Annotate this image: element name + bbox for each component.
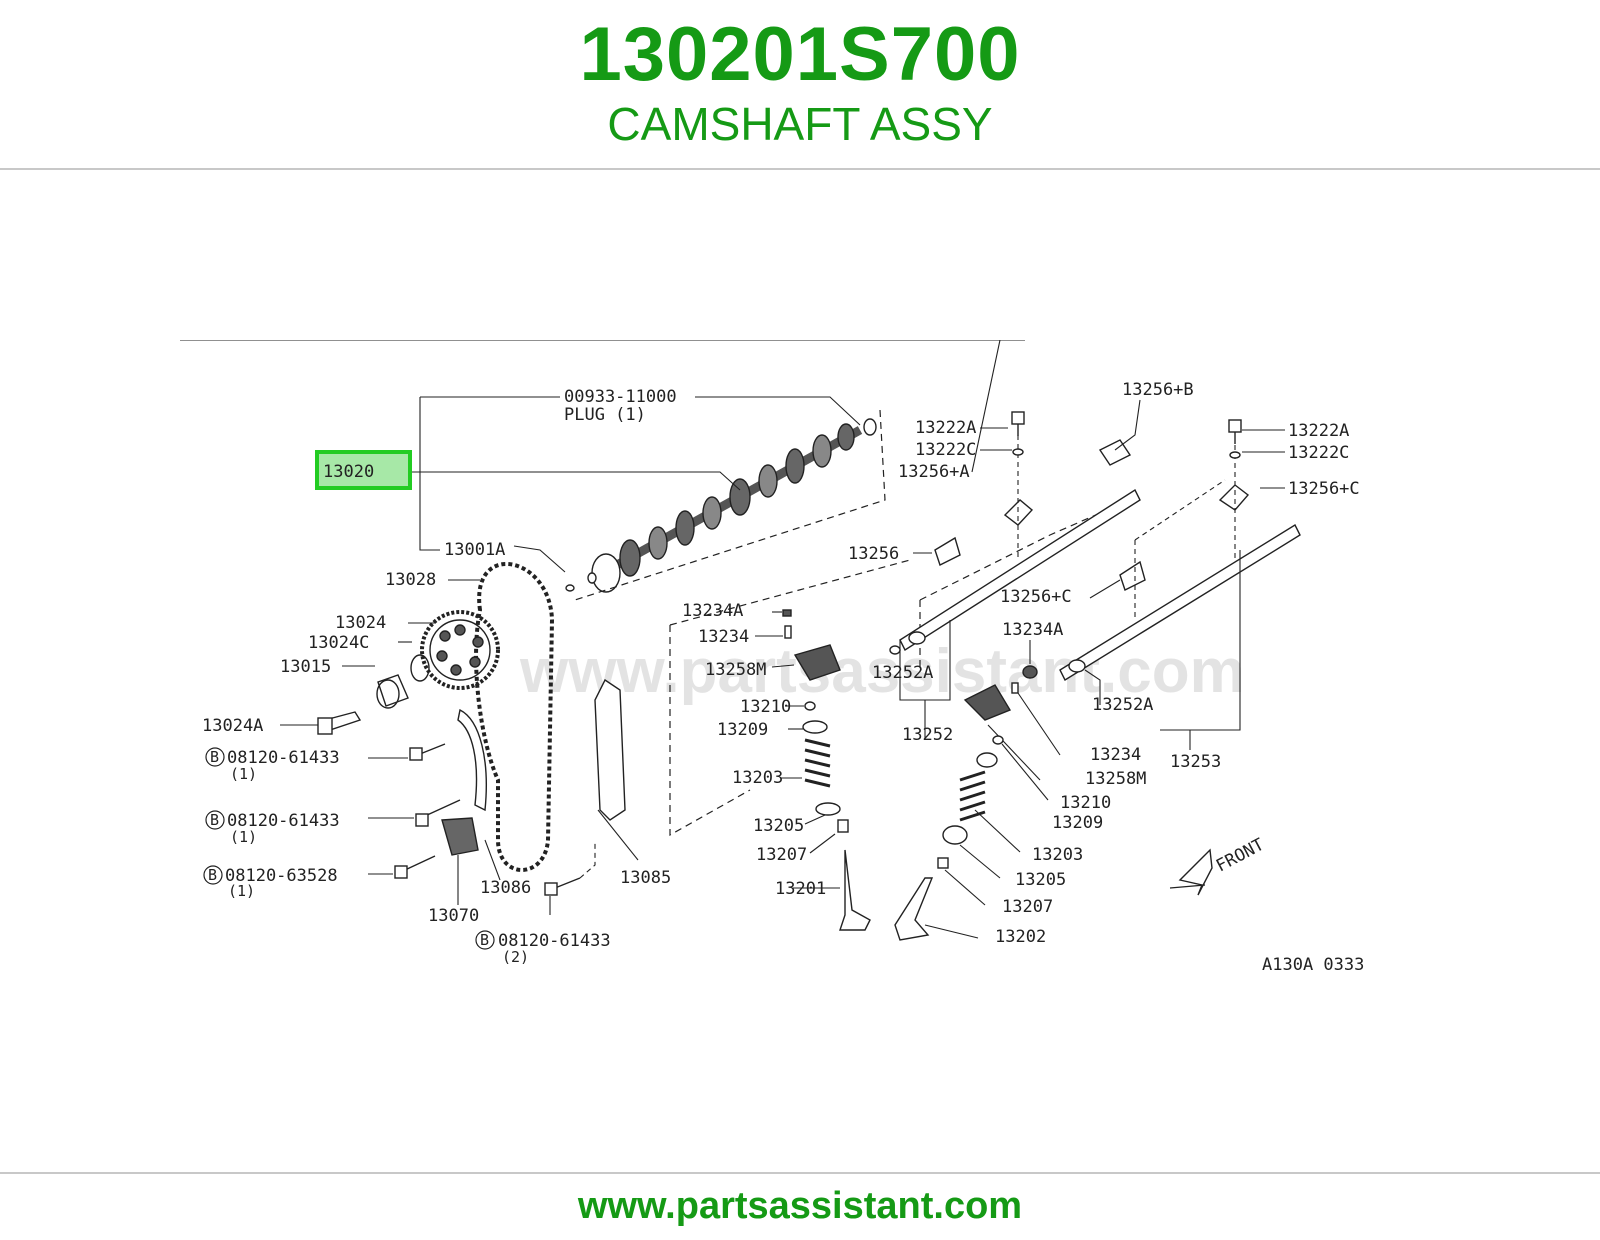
label-13086[interactable]: 13086 <box>480 878 531 898</box>
label-13256-B[interactable]: 13256+B <box>1122 380 1194 400</box>
label-plug-text: PLUG (1) <box>564 405 646 425</box>
label-13203-right[interactable]: 13203 <box>1032 845 1083 865</box>
camshaft-drawing <box>565 418 877 593</box>
label-13222C-right[interactable]: 13222C <box>1288 443 1349 463</box>
label-13020[interactable]: 13020 <box>323 462 374 482</box>
label-13222C-left[interactable]: 13222C <box>915 440 976 460</box>
label-13253[interactable]: 13253 <box>1170 752 1221 772</box>
front-label: FRONT <box>1213 835 1268 877</box>
valve-spring-2-drawing <box>959 770 986 822</box>
label-bolt3[interactable]: 08120-63528 <box>225 866 338 886</box>
label-13209-right[interactable]: 13209 <box>1052 813 1103 833</box>
label-bolt2-qty: (1) <box>230 828 257 846</box>
rocker-shaft-1-drawing <box>889 439 1141 655</box>
bolt-label-3[interactable]: B 08120-63528 (1) <box>203 865 338 900</box>
cam-sprocket-drawing <box>420 610 500 690</box>
label-13070[interactable]: 13070 <box>428 906 479 926</box>
label-bolt2[interactable]: 08120-61433 <box>227 811 340 831</box>
label-13234-right[interactable]: 13234 <box>1090 745 1141 765</box>
diagram-svg: www.partsassistant.com <box>180 340 1364 975</box>
label-13207-right[interactable]: 13207 <box>1002 897 1053 917</box>
label-13201[interactable]: 13201 <box>775 879 826 899</box>
label-13258M-right[interactable]: 13258M <box>1085 769 1146 789</box>
timing-chain-drawing <box>474 561 555 872</box>
label-13028[interactable]: 13028 <box>385 570 436 590</box>
label-13205-left[interactable]: 13205 <box>753 816 804 836</box>
bolt-label-2[interactable]: B 08120-61433 (1) <box>205 810 340 846</box>
label-13085[interactable]: 13085 <box>620 868 671 888</box>
label-13205-right[interactable]: 13205 <box>1015 870 1066 890</box>
label-13210-right[interactable]: 13210 <box>1060 793 1111 813</box>
label-bolt3-qty: (1) <box>228 882 255 900</box>
svg-text:B: B <box>210 811 219 829</box>
label-13203-left[interactable]: 13203 <box>732 768 783 788</box>
label-13256-A[interactable]: 13256+A <box>898 462 970 482</box>
valve-spring-1-drawing <box>804 738 831 788</box>
highlight-box-13020[interactable] <box>315 450 412 490</box>
label-13234-left[interactable]: 13234 <box>698 627 749 647</box>
footer-divider <box>0 1172 1600 1174</box>
label-13258M-left[interactable]: 13258M <box>705 660 766 680</box>
part-number-title: 130201S700 <box>579 12 1021 97</box>
drawing-code: A130A 0333 <box>1262 955 1364 975</box>
label-13234A-right[interactable]: 13234A <box>1002 620 1063 640</box>
label-13209-left[interactable]: 13209 <box>717 720 768 740</box>
svg-text:B: B <box>208 866 217 884</box>
label-13015[interactable]: 13015 <box>280 657 331 677</box>
bolt-label-4[interactable]: B 08120-61433 (2) <box>475 930 611 966</box>
label-bolt1[interactable]: 08120-61433 <box>227 748 340 768</box>
label-bolt4-qty: (2) <box>502 948 529 966</box>
label-13256-C-mid[interactable]: 13256+C <box>1000 587 1072 607</box>
header-divider <box>0 168 1600 170</box>
label-13207-left[interactable]: 13207 <box>756 845 807 865</box>
part-name-subtitle: CAMSHAFT ASSY <box>607 98 993 150</box>
label-13256[interactable]: 13256 <box>848 544 899 564</box>
label-13202[interactable]: 13202 <box>995 927 1046 947</box>
label-bolt1-qty: (1) <box>230 765 257 783</box>
label-13001A[interactable]: 13001A <box>444 540 505 560</box>
footer-url[interactable]: www.partsassistant.com <box>577 1185 1023 1227</box>
svg-text:B: B <box>210 748 219 766</box>
label-13024C[interactable]: 13024C <box>308 633 369 653</box>
page-header: 130201S700 CAMSHAFT ASSY <box>0 0 1600 170</box>
label-bolt4[interactable]: 08120-61433 <box>498 931 611 951</box>
watermark-text: www.partsassistant.com <box>519 637 1245 706</box>
svg-text:B: B <box>480 931 489 949</box>
label-13252A-left[interactable]: 13252A <box>872 663 933 683</box>
label-13234A-left[interactable]: 13234A <box>682 601 743 621</box>
label-13222A-right[interactable]: 13222A <box>1288 421 1349 441</box>
bolt-label-1[interactable]: B 08120-61433 (1) <box>205 747 340 783</box>
label-plug-number[interactable]: 00933-11000 <box>564 387 677 407</box>
label-13210-left[interactable]: 13210 <box>740 697 791 717</box>
label-13256-C-right[interactable]: 13256+C <box>1288 479 1360 499</box>
label-13252[interactable]: 13252 <box>902 725 953 745</box>
label-13222A-left[interactable]: 13222A <box>915 418 976 438</box>
label-13024A[interactable]: 13024A <box>202 716 263 736</box>
label-13024[interactable]: 13024 <box>335 613 386 633</box>
label-13252A-right[interactable]: 13252A <box>1092 695 1153 715</box>
parts-diagram: www.partsassistant.com <box>180 340 1420 1010</box>
